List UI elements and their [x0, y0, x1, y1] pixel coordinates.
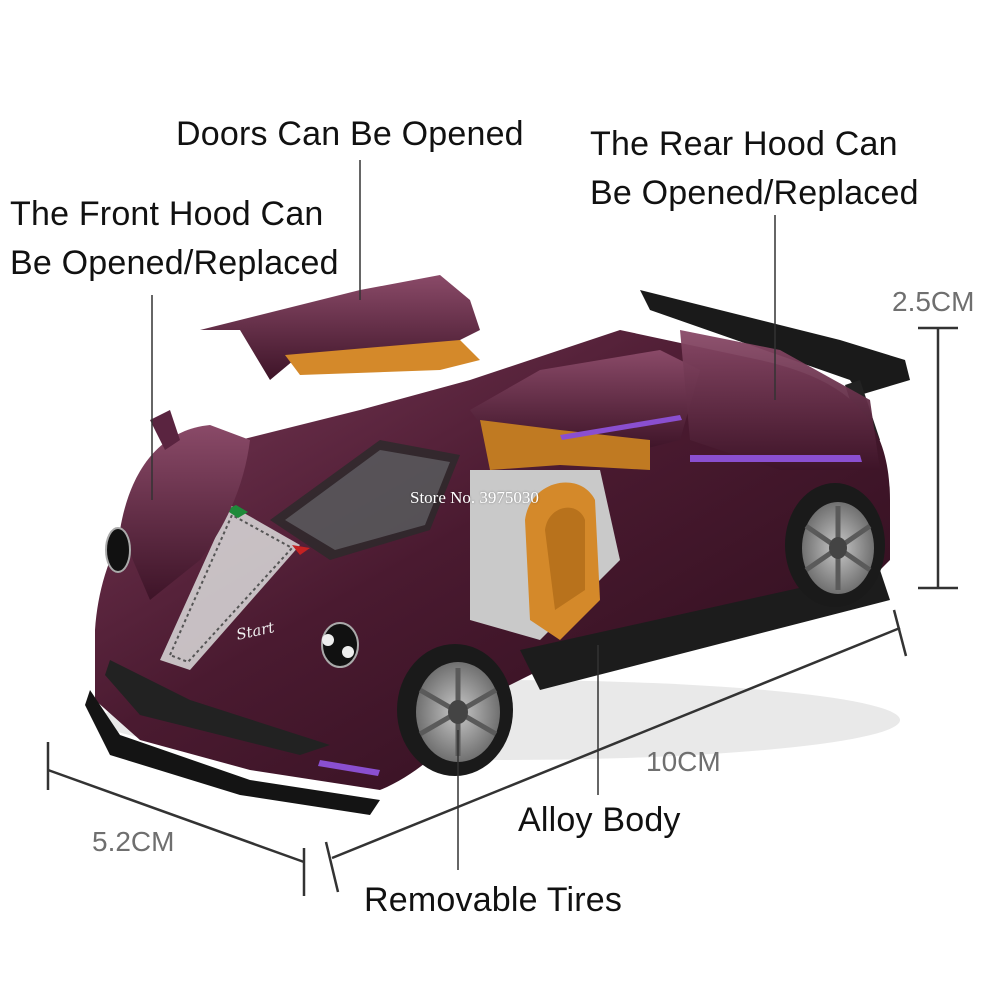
label-alloy-body: Alloy Body [518, 801, 681, 839]
dim-width-line [47, 768, 305, 864]
label-front-hood-line1: The Front Hood Can [10, 195, 324, 233]
label-rear-hood-line2: Be Opened/Replaced [590, 174, 919, 213]
dim-length-line [331, 626, 901, 860]
dimension-length: 10CM [646, 746, 721, 777]
rear-wheel [785, 483, 885, 607]
door-accent-stripe [560, 415, 682, 440]
door-right-interior [480, 420, 650, 470]
store-watermark: Store No. 3975030 [410, 488, 539, 507]
front-wheel [397, 644, 513, 776]
dimension-height: 2.5CM [892, 286, 975, 317]
label-removable-tires: Removable Tires [364, 881, 623, 919]
italian-stripe-red [292, 545, 310, 555]
headlight-left [105, 527, 131, 573]
label-doors-can-be-opened: Doors Can Be Opened [176, 115, 524, 153]
label-rear-hood: The Rear Hood Can Be Opened/Replaced [590, 120, 919, 219]
windshield [270, 440, 460, 560]
hood-carbon-stripe [160, 505, 300, 670]
label-front-hood-line2: Be Opened/Replaced [10, 244, 339, 283]
door-left-interior [285, 340, 480, 375]
rear-hood [680, 330, 880, 470]
label-rear-hood-line1: The Rear Hood Can [590, 125, 898, 163]
label-front-hood: The Front Hood Can Be Opened/Replaced [10, 190, 339, 289]
dimension-width: 5.2CM [92, 826, 175, 857]
door-left-open [200, 275, 480, 380]
italian-stripe-green [226, 505, 248, 518]
side-skirt [520, 570, 890, 690]
front-grille [105, 660, 330, 755]
front-splitter [85, 690, 380, 815]
